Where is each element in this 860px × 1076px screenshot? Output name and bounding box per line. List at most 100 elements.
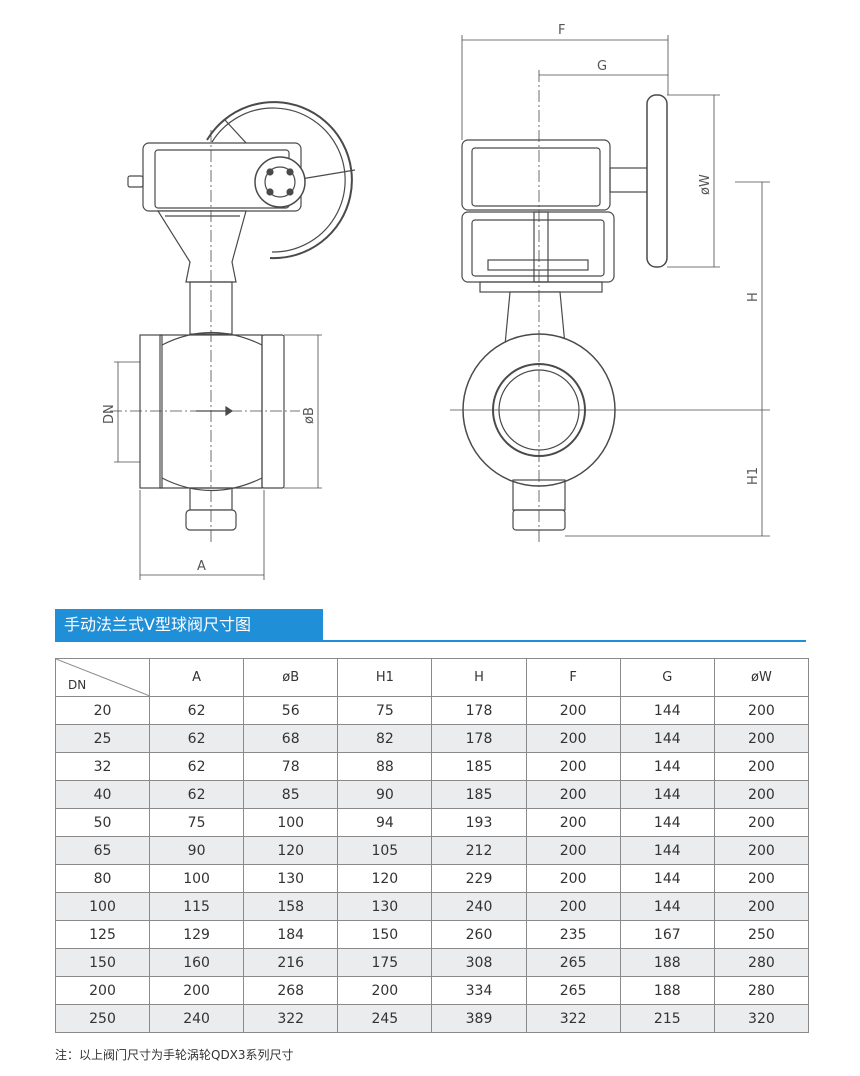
corner-label: DN — [68, 678, 87, 692]
table-cell: 389 — [431, 1004, 527, 1033]
table-cell: 320 — [713, 1004, 810, 1033]
table-cell: 62 — [148, 752, 245, 781]
header-cell: H1 — [337, 658, 433, 697]
table-cell: 212 — [431, 836, 527, 865]
section-title: 手动法兰式V型球阀尺寸图 — [64, 615, 251, 634]
label-A: A — [197, 559, 206, 574]
table-cell: 144 — [619, 724, 715, 753]
header-cell: F — [525, 658, 621, 697]
label-G: G — [597, 59, 607, 74]
table-cell: 200 — [713, 780, 810, 809]
table-cell: 215 — [619, 1004, 715, 1033]
label-F: F — [558, 23, 565, 38]
side-view — [450, 35, 770, 545]
title-underline — [55, 640, 806, 642]
table-cell: 200 — [525, 808, 621, 837]
table-cell: 68 — [243, 724, 339, 753]
table-cell: 115 — [148, 892, 245, 921]
table-cell: 144 — [619, 808, 715, 837]
dn-cell: 80 — [55, 864, 150, 893]
table-cell: 188 — [619, 976, 715, 1005]
table-cell: 322 — [243, 1004, 339, 1033]
table-cell: 200 — [337, 976, 433, 1005]
header-cell: A — [148, 658, 245, 697]
table-cell: 200 — [713, 696, 810, 725]
dn-cell: 150 — [55, 948, 150, 977]
table-cell: 322 — [525, 1004, 621, 1033]
table-cell: 229 — [431, 864, 527, 893]
table-cell: 200 — [713, 836, 810, 865]
table-cell: 62 — [148, 696, 245, 725]
front-view — [110, 101, 356, 580]
valve-technical-drawing: F G øW H H1 DN øB A — [102, 23, 770, 580]
table-cell: 200 — [525, 780, 621, 809]
table-cell: 200 — [525, 752, 621, 781]
header-cell: øW — [713, 658, 810, 697]
table-cell: 75 — [148, 808, 245, 837]
table-cell: 216 — [243, 948, 339, 977]
section-title-bar: 手动法兰式V型球阀尺寸图 — [55, 609, 323, 640]
table-cell: 240 — [148, 1004, 245, 1033]
table-cell: 280 — [713, 976, 810, 1005]
table-cell: 308 — [431, 948, 527, 977]
table-cell: 88 — [337, 752, 433, 781]
table-cell: 178 — [431, 724, 527, 753]
label-DN: DN — [102, 404, 117, 424]
table-cell: 280 — [713, 948, 810, 977]
header-corner: DN — [55, 658, 150, 697]
table-cell: 265 — [525, 976, 621, 1005]
table-cell: 75 — [337, 696, 433, 725]
table-cell: 78 — [243, 752, 339, 781]
table-cell: 62 — [148, 724, 245, 753]
dn-cell: 40 — [55, 780, 150, 809]
dn-cell: 125 — [55, 920, 150, 949]
dn-cell: 100 — [55, 892, 150, 921]
table-cell: 235 — [525, 920, 621, 949]
table-cell: 144 — [619, 696, 715, 725]
table-cell: 200 — [525, 892, 621, 921]
table-cell: 200 — [713, 864, 810, 893]
table-cell: 94 — [337, 808, 433, 837]
table-cell: 100 — [243, 808, 339, 837]
table-cell: 144 — [619, 892, 715, 921]
label-B: øB — [302, 407, 317, 424]
table-cell: 56 — [243, 696, 339, 725]
corner-diagonal — [56, 659, 150, 696]
table-cell: 144 — [619, 752, 715, 781]
footnote: 注：以上阀门尺寸为手轮涡轮QDX3系列尺寸 — [55, 1048, 294, 1062]
table-cell: 200 — [525, 696, 621, 725]
table-cell: 200 — [148, 976, 245, 1005]
table-cell: 240 — [431, 892, 527, 921]
table-cell: 188 — [619, 948, 715, 977]
table-cell: 334 — [431, 976, 527, 1005]
table-cell: 130 — [243, 864, 339, 893]
table-cell: 160 — [148, 948, 245, 977]
dn-cell: 65 — [55, 836, 150, 865]
table-cell: 265 — [525, 948, 621, 977]
table-cell: 158 — [243, 892, 339, 921]
table-cell: 245 — [337, 1004, 433, 1033]
dn-cell: 250 — [55, 1004, 150, 1033]
table-cell: 105 — [337, 836, 433, 865]
table-cell: 185 — [431, 780, 527, 809]
table-cell: 200 — [713, 892, 810, 921]
table-cell: 144 — [619, 780, 715, 809]
table-cell: 130 — [337, 892, 433, 921]
table-cell: 178 — [431, 696, 527, 725]
table-cell: 184 — [243, 920, 339, 949]
table-cell: 175 — [337, 948, 433, 977]
table-cell: 144 — [619, 836, 715, 865]
header-cell: øB — [243, 658, 339, 697]
table-cell: 200 — [525, 864, 621, 893]
table-cell: 120 — [337, 864, 433, 893]
header-cell: H — [431, 658, 527, 697]
dn-cell: 50 — [55, 808, 150, 837]
dn-cell: 200 — [55, 976, 150, 1005]
